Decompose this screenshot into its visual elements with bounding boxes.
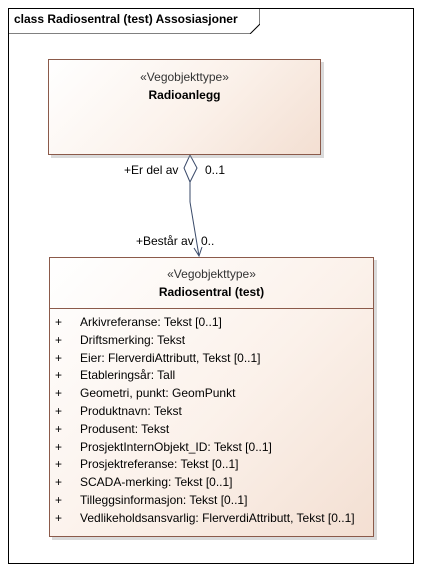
attribute-visibility: +: [55, 386, 63, 401]
attribute-visibility: +: [55, 315, 63, 329]
attribute-text: ProsjektInternObjekt_ID: Tekst [0..1]: [80, 439, 272, 454]
class-radiosentral[interactable]: «Vegobjekttype» Radiosentral (test) + Ark…: [49, 257, 374, 537]
target-role-label: +Består av: [136, 234, 194, 248]
attribute-text: Produktnavn: Tekst: [80, 403, 182, 418]
attribute-row[interactable]: + ProsjektInternObjekt_ID: Tekst [0..1]: [50, 439, 373, 457]
attribute-visibility: +: [55, 510, 63, 525]
class-stereotype: «Vegobjekttype»: [140, 70, 229, 84]
attribute-visibility: +: [55, 368, 63, 383]
source-multiplicity-label: 0..1: [205, 163, 226, 177]
attribute-text: SCADA-merking: Tekst [0..1]: [80, 475, 233, 490]
attribute-row[interactable]: + SCADA-merking: Tekst [0..1]: [50, 474, 373, 492]
aggregation-diamond-icon: [183, 153, 198, 184]
class-stereotype: «Vegobjekttype»: [167, 267, 256, 281]
class-name: Radioanlegg: [148, 88, 221, 102]
attribute-row[interactable]: + Vedlikeholdsansvarlig: FlerverdiAttribu…: [50, 510, 373, 528]
attribute-text: Etableringsår: Tall: [80, 368, 176, 383]
arrowhead-icon: [193, 246, 203, 258]
attribute-visibility: +: [55, 475, 63, 490]
attribute-text: Tilleggsinformasjon: Tekst [0..1]: [80, 492, 248, 507]
attribute-visibility: +: [55, 492, 63, 507]
attribute-row[interactable]: + Produktnavn: Tekst: [50, 403, 373, 421]
diagram-frame: [8, 8, 414, 564]
attribute-text: Eier: FlerverdiAttributt, Tekst [0..1]: [80, 350, 261, 365]
attribute-row[interactable]: + Geometri, punkt: GeomPunkt: [50, 385, 373, 403]
attribute-visibility: +: [55, 332, 63, 347]
attribute-visibility: +: [55, 439, 63, 454]
class-name: Radiosentral (test): [158, 285, 265, 299]
attribute-text: Geometri, punkt: GeomPunkt: [80, 386, 236, 401]
attribute-row[interactable]: + Etableringsår: Tall: [50, 367, 373, 385]
source-role-label: +Er del av: [124, 163, 179, 177]
attribute-row[interactable]: + Arkivreferanse: Tekst [0..1]: [50, 314, 373, 332]
attribute-visibility: +: [55, 403, 63, 418]
diagram-title: class Radiosentral (test) Assosiasjoner: [14, 12, 238, 26]
attribute-row[interactable]: + Prosjektreferanse: Tekst [0..1]: [50, 456, 373, 474]
class-radioanlegg[interactable]: «Vegobjekttype» Radioanlegg: [48, 59, 321, 155]
compartment-divider: [50, 308, 373, 309]
association-line: [189, 201, 200, 257]
attribute-row[interactable]: + Tilleggsinformasjon: Tekst [0..1]: [50, 492, 373, 510]
attribute-row[interactable]: + Eier: FlerverdiAttributt, Tekst [0..1]: [50, 350, 373, 368]
attribute-text: Arkivreferanse: Tekst [0..1]: [80, 315, 222, 329]
attribute-visibility: +: [55, 421, 63, 436]
attribute-text: Driftsmerking: Tekst: [80, 332, 186, 347]
attribute-list: + Arkivreferanse: Tekst [0..1] + Driftsmer…: [50, 314, 373, 528]
attribute-text: Vedlikeholdsansvarlig: FlerverdiAttribut…: [80, 510, 355, 525]
target-multiplicity-label: 0..: [201, 234, 215, 248]
attribute-text: Prosjektreferanse: Tekst [0..1]: [80, 457, 239, 472]
attribute-row[interactable]: + Driftsmerking: Tekst: [50, 332, 373, 350]
diagram-frame-tab: [8, 8, 260, 34]
attribute-visibility: +: [55, 350, 63, 365]
attribute-text: Produsent: Tekst: [80, 421, 170, 436]
attribute-visibility: +: [55, 457, 63, 472]
attribute-row[interactable]: + Produsent: Tekst: [50, 421, 373, 439]
